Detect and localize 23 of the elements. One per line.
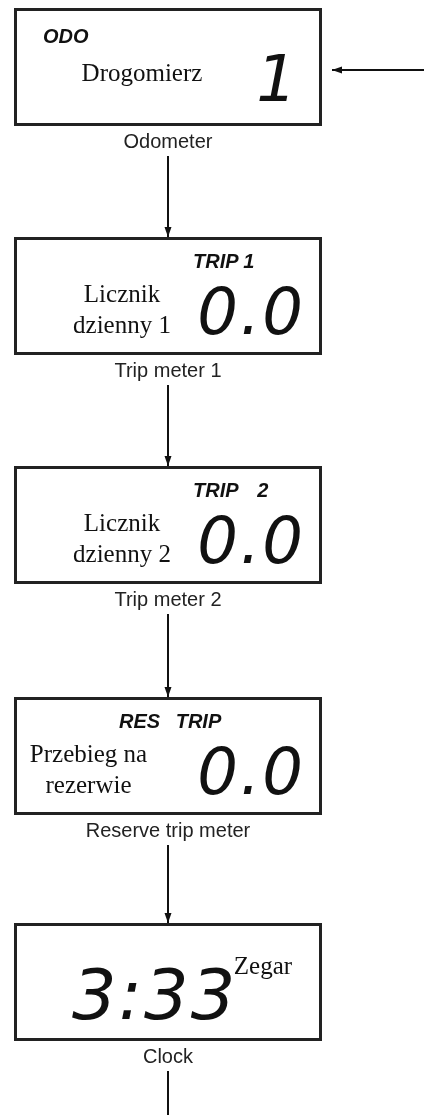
arrow (164, 613, 172, 698)
digital-reading: 0.0 (197, 740, 305, 804)
connector-line (167, 1070, 169, 1115)
node-label: Trip meter 1 (113, 358, 223, 382)
display-indicator-text: TRIP 1 (193, 250, 255, 273)
digital-reading: 0.0 (197, 509, 305, 573)
display-indicator-text: ODO (43, 25, 89, 48)
arrow (164, 155, 172, 238)
function-label: Licznik dzienny 1 (72, 279, 172, 341)
function-label: Licznik dzienny 2 (72, 508, 172, 570)
arrow (164, 844, 172, 924)
digital-reading: 1 (256, 47, 299, 111)
function-label: Przebieg na rezerwie (28, 739, 149, 801)
display-indicator-text: TRIP 2 (193, 479, 269, 502)
node-label: Clock (142, 1044, 194, 1068)
node-label: Odometer (122, 129, 214, 153)
arrow (164, 384, 172, 467)
display-indicator-text: RES TRIP (119, 710, 222, 733)
node-label: Trip meter 2 (113, 587, 223, 611)
arrow (331, 66, 425, 74)
digital-reading: 0.0 (197, 280, 305, 344)
function-label: Drogomierz (80, 58, 204, 88)
node-label: Reserve trip meter (84, 818, 252, 842)
